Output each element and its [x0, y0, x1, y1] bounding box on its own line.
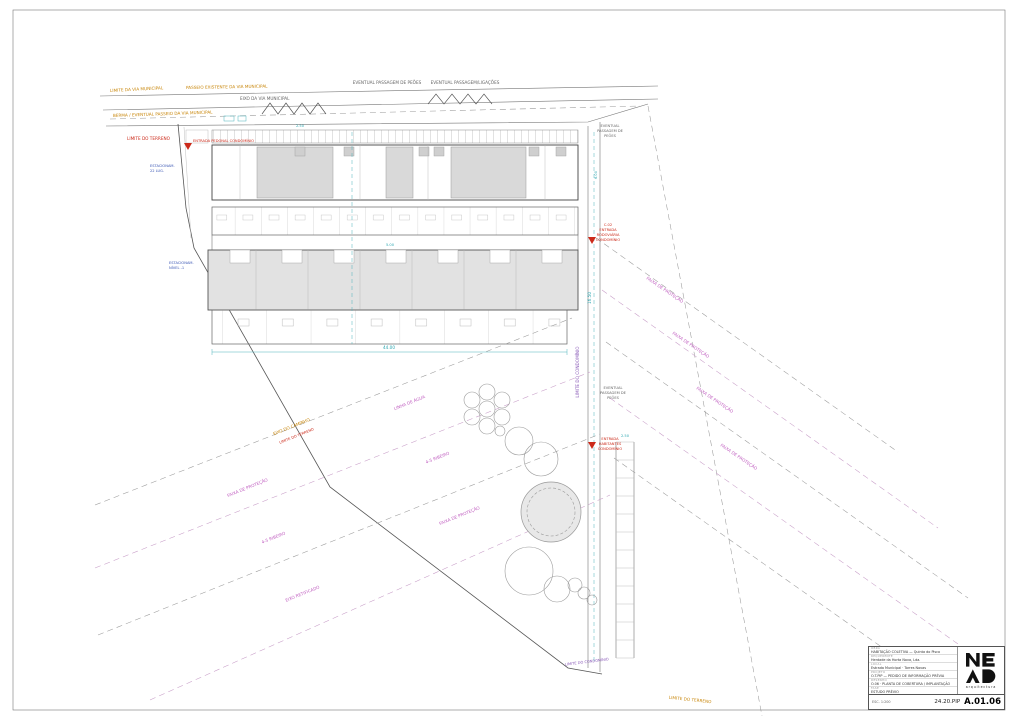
firm-logo-caption: arquitectura	[965, 684, 997, 689]
parking-strip	[211, 129, 579, 144]
field-label: Obra	[871, 647, 881, 650]
internal-road	[587, 122, 635, 672]
label-entrada-habitantes-1: ENTRADA	[601, 437, 619, 441]
titleblock-row: Obra HABITAÇÃO COLETIVA — Quinta do Pisc…	[869, 647, 957, 655]
label-faixa-protecao-r2: FAIXA DE PROTEÇÃO	[671, 331, 710, 360]
unit-row	[211, 206, 579, 236]
label-limite-via-municipal: LIMITE DA VIA MUNICIPAL	[110, 85, 164, 93]
sheet-number: A.01.06	[964, 697, 1001, 707]
label-passagem-mid-1: EVENTUAL	[604, 386, 623, 390]
titleblock-row: Projeto O.T.PIP — PEDIDO DE INFORMAÇÃO P…	[869, 671, 957, 679]
titleblock-row: Requerente Herdade da Horta Nova, Lda.	[869, 655, 957, 663]
field-value: Estrada Municipal · Torres Novas	[871, 666, 927, 670]
label-estacionamento-n1-1: ESTACIONAM.	[169, 261, 194, 265]
label-berma-via: BERMA / EVENTUAL PASSEIO DA VIA MUNICIPA…	[113, 110, 213, 118]
field-value: ESTUDO PRÉVIO	[871, 690, 899, 694]
firm-logo	[966, 652, 996, 683]
label-ribeiro-2: 4-5 RIBEIRO	[261, 530, 287, 544]
terrain-boundary	[177, 105, 763, 717]
label-passagem-top-3: PEÕES	[604, 133, 617, 138]
label-passagem-top-2: PASSAGEM DE	[597, 129, 623, 133]
label-passagem-mid-3: PEÕES	[607, 395, 620, 400]
field-label: Local	[871, 663, 882, 666]
label-entrada-rodoviaria-3: RODOVIÁRIA	[597, 232, 620, 237]
field-value: Herdade da Horta Nova, Lda.	[871, 658, 921, 662]
title-block-fields: Obra HABITAÇÃO COLETIVA — Quinta do Pisc…	[869, 647, 958, 694]
dimensions: 44.00 16.50 6.00 5.00 2.50 2.50	[211, 124, 630, 438]
roof-volume	[385, 146, 414, 199]
label-faixa-protecao-r4: FAIXA DE PROTEÇÃO	[719, 443, 758, 472]
label-entrada-habitantes-2: HABITANTES	[599, 442, 622, 446]
titleblock-row: Fase ESTUDO PRÉVIO	[869, 687, 957, 694]
dim-depth: 16.50	[587, 292, 592, 304]
roof-volume	[450, 146, 527, 199]
label-estacionamento-1: ESTACIONAM.	[150, 164, 175, 168]
pedestrian-entrance-marker	[184, 143, 192, 150]
label-eventual-passagem-peoes: EVENTUAL PASSAGEM DE PEÕES	[353, 80, 422, 85]
label-faixa-protecao-r1: FAIXA DE PROTEÇÃO	[645, 276, 684, 305]
terrace-row	[211, 309, 568, 345]
titleblock-row: Local Estrada Municipal · Torres Novas	[869, 663, 957, 671]
label-entrada-habitantes-3: CONDOMÍNIO	[598, 446, 623, 451]
label-eventual-passagem-ligacoes: EVENTUAL PASSAGEM/LIGAÇÕES	[431, 80, 500, 85]
water-tank	[520, 481, 582, 543]
dim-side: 2.50	[296, 124, 305, 128]
residents-entrance-marker	[588, 442, 596, 449]
field-value: HABITAÇÃO COLETIVA — Quinta do Pisco	[871, 650, 941, 654]
label-limite-condominio-vertical: LIMITE DO CONDOMÍNIO	[575, 346, 580, 398]
label-ribeiro-1: 4-5 RIBEIRO	[425, 450, 451, 464]
label-estacionamento-n1-2: NÍVEL -1	[169, 265, 184, 270]
label-faixa-protecao-l1: FAIXA DE PROTEÇÃO	[226, 477, 269, 498]
title-block: Obra HABITAÇÃO COLETIVA — Quinta do Pisc…	[868, 646, 1005, 710]
label-entrada-rodoviaria-4: CONDOMÍNIO	[596, 237, 621, 242]
title-block-footer: ESC. 1:200 24.20.PIP A.01.06	[869, 694, 1004, 709]
label-linha-agua: LINHA DE ÁGUA	[393, 394, 426, 411]
label-passagem-top-1: EVENTUAL	[601, 124, 620, 128]
label-entrada-rodoviaria-1: C.02	[604, 223, 612, 227]
dim-parking: 2.50	[621, 434, 630, 438]
titleblock-row: Desenho O.06 · PLANTA DE COBERTURA / IMP…	[869, 679, 957, 687]
label-entrada-rodoviaria-2: ENTRADA	[599, 228, 617, 232]
scale-text: ESC. 1:200	[872, 700, 891, 704]
label-entrada-pedonal: ENTRADA PEDONAL CONDOMÍNIO	[193, 138, 254, 143]
project-code: 24.20.PIP	[934, 699, 961, 705]
entrance-markers	[184, 143, 596, 449]
label-eixo-via-municipal: EIXO DA VIA MUNICIPAL	[240, 96, 290, 101]
pedestrian-crossing-zigzag	[427, 93, 493, 105]
entry-platform	[185, 129, 209, 144]
dim-total: 44.00	[383, 345, 395, 350]
label-limite-terreno: LIMITE DO TERRENO	[127, 136, 171, 141]
sheet-border	[12, 9, 1006, 711]
label-faixa-protecao-l2: FAIXA DE PROTEÇÃO	[438, 505, 481, 526]
field-label: Fase	[871, 687, 880, 690]
vehicle-entrance-marker	[588, 237, 596, 244]
field-value: O.T.PIP — PEDIDO DE INFORMAÇÃO PRÉVIA	[871, 674, 945, 678]
building-block	[185, 115, 579, 345]
dim-court: 5.00	[386, 243, 395, 247]
label-passeio-via: PASSEIO EXISTENTE DA VIA MUNICIPAL	[186, 84, 268, 90]
label-passagem-mid-2: PASSAGEM DE	[600, 391, 626, 395]
municipal-road	[99, 85, 659, 127]
pedestrian-crossing-zigzag	[261, 102, 327, 115]
field-label: Requerente	[871, 655, 894, 658]
protection-strips	[94, 237, 993, 701]
field-label: Desenho	[871, 679, 887, 682]
label-estacionamento-2: 22 LUG.	[150, 169, 164, 173]
firm-logo-area: arquitectura	[958, 647, 1004, 694]
label-limite-condominio-bottom: LIMITE DO CONDOMÍNIO	[565, 656, 609, 666]
label-limite-terreno-bottom: LIMITE DO TERRENO	[669, 695, 713, 705]
trees	[463, 383, 598, 606]
label-eixo-retificado: EIXO RETIFICADO	[285, 584, 321, 603]
dim-road: 6.00	[594, 170, 598, 179]
field-label: Projeto	[871, 671, 886, 674]
field-value: O.06 · PLANTA DE COBERTURA / IMPLANTAÇÃO	[871, 682, 951, 686]
label-faixa-protecao-r3: FAIXA DE PROTEÇÃO	[695, 386, 734, 415]
